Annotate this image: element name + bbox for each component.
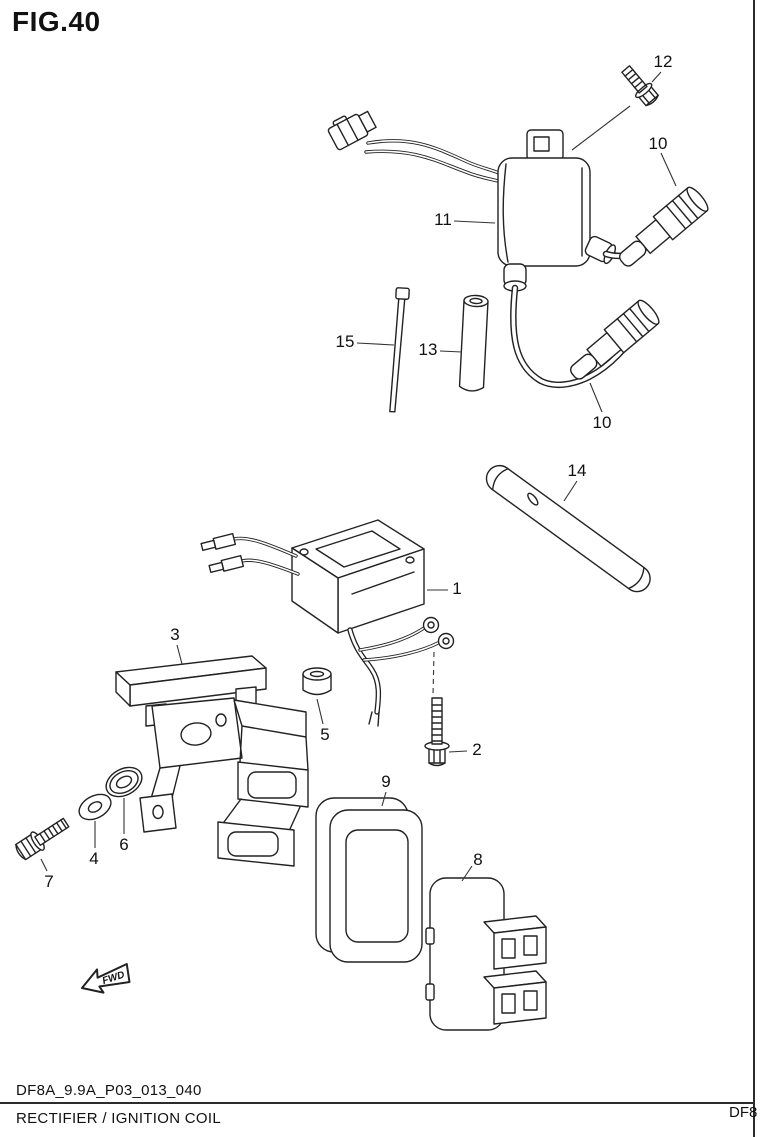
callout-14: 14	[563, 461, 587, 502]
part-13-tube	[458, 294, 489, 392]
part-14-sleeve	[485, 464, 651, 593]
callout-3: 3	[170, 625, 183, 665]
page-border-right	[753, 0, 755, 1137]
svg-text:5: 5	[320, 725, 329, 744]
callout-6: 6	[119, 798, 129, 854]
ignition-coil-assembly	[327, 65, 709, 413]
callout-1: 1	[427, 579, 462, 598]
svg-text:3: 3	[170, 625, 179, 644]
svg-text:7: 7	[44, 872, 53, 891]
part-10-spark-plug-cap-lower	[570, 299, 660, 380]
svg-text:4: 4	[89, 849, 98, 868]
fwd-arrow: FWD	[81, 962, 131, 994]
rectifier-lead-wires	[200, 532, 300, 576]
footer-part-code: DF8A_9.9A_P03_013_040	[16, 1082, 202, 1099]
part-15-cable-tie	[389, 287, 410, 413]
callout-4: 4	[89, 821, 99, 868]
rectifier-harness	[347, 616, 455, 727]
page-ref: DF8	[729, 1104, 758, 1121]
part-5-grommet	[302, 667, 332, 696]
callout-8: 8	[461, 850, 483, 882]
svg-text:2: 2	[472, 740, 481, 759]
part-4-washer	[78, 793, 112, 821]
svg-text:10: 10	[649, 134, 668, 153]
svg-text:15: 15	[336, 332, 355, 351]
part-8-connector-unit	[425, 877, 547, 1031]
part-3-bracket	[115, 655, 309, 867]
footer-figure-caption: RECTIFIER / IGNITION COIL	[16, 1110, 222, 1127]
callouts: 12 10 11 15 13 10	[40, 52, 677, 891]
svg-text:10: 10	[593, 413, 612, 432]
callout-9: 9	[381, 772, 391, 807]
callout-10-upper: 10	[649, 134, 677, 187]
part-6-grommet	[105, 766, 143, 798]
part-10-spark-plug-cap-upper	[619, 186, 709, 267]
svg-text:13: 13	[419, 340, 438, 359]
rectifier-assembly	[200, 519, 455, 767]
part-9-cdi-unit	[315, 797, 423, 963]
callout-2: 2	[448, 740, 482, 759]
callout-11: 11	[434, 210, 496, 229]
figure-title: FIG.40	[12, 6, 101, 37]
callout-15: 15	[336, 332, 395, 351]
coil-connector	[327, 110, 377, 151]
coil-primary-wires	[364, 139, 501, 183]
svg-text:6: 6	[119, 835, 128, 854]
svg-text:14: 14	[568, 461, 587, 480]
part-11-ignition-coil	[497, 129, 617, 292]
part-1-rectifier	[291, 519, 425, 634]
callout-7: 7	[40, 858, 54, 891]
part-12-bolt	[621, 65, 659, 107]
svg-text:11: 11	[434, 210, 452, 229]
svg-text:12: 12	[654, 52, 673, 71]
svg-text:8: 8	[473, 850, 482, 869]
part-2-bolt	[424, 697, 450, 767]
bracket-assembly	[15, 655, 332, 867]
part-7-bolt	[15, 817, 70, 861]
svg-text:1: 1	[452, 579, 461, 598]
bolt-12-alignment-line	[571, 105, 631, 151]
svg-text:9: 9	[381, 772, 390, 791]
callout-12: 12	[651, 52, 673, 83]
footer-divider-line	[0, 1102, 753, 1104]
callout-13: 13	[419, 340, 463, 359]
callout-5: 5	[316, 698, 330, 744]
callout-10-lower: 10	[589, 382, 612, 432]
